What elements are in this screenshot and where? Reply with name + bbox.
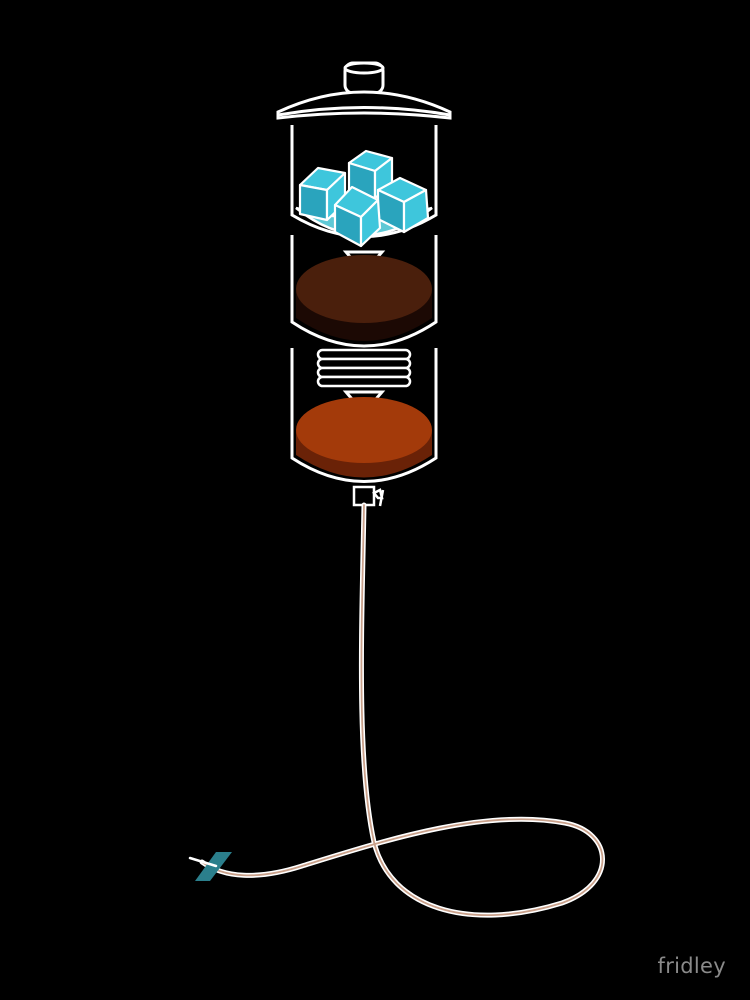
ice-cube-icon <box>376 176 430 234</box>
outlet-port <box>352 485 385 507</box>
light-coffee-chamber <box>290 348 438 483</box>
dark-coffee-chamber <box>290 235 438 348</box>
threaded-connector <box>316 348 412 388</box>
ice-cube-icon <box>298 166 347 222</box>
bag-cap <box>276 61 452 120</box>
needle-icon <box>188 852 232 881</box>
ice-cubes <box>298 149 430 248</box>
ice-cube-icon <box>333 185 382 248</box>
artist-watermark: fridley <box>657 954 726 978</box>
iv-tube <box>199 502 605 918</box>
